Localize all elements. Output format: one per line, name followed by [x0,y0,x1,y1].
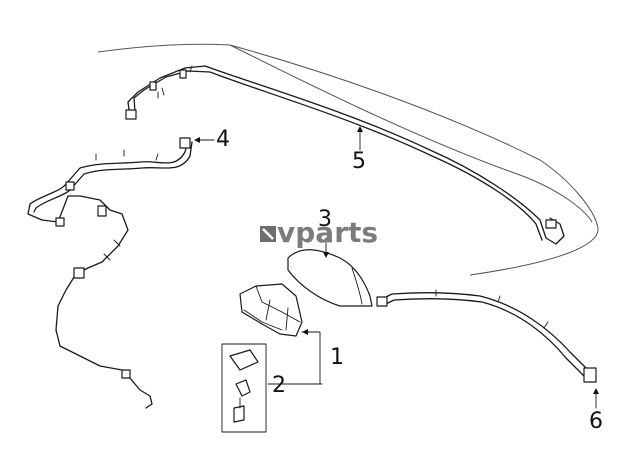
callout-3: 3 [318,207,332,232]
watermark: vparts [260,216,378,249]
roof-harness [125,65,565,245]
vehicle-body-outline [97,43,599,276]
antenna-cover [287,249,373,307]
callout-1: 1 [330,345,344,370]
callout-4: 4 [216,127,230,152]
antenna-base [239,283,303,337]
callout-5: 5 [352,149,366,174]
callout-2: 2 [272,373,286,398]
hardware-box [221,343,267,433]
watermark-text: vparts [277,216,378,249]
leader-lines [194,126,599,409]
antenna-cable [376,289,597,383]
callout-6: 6 [589,409,603,434]
floor-harness [27,137,193,409]
